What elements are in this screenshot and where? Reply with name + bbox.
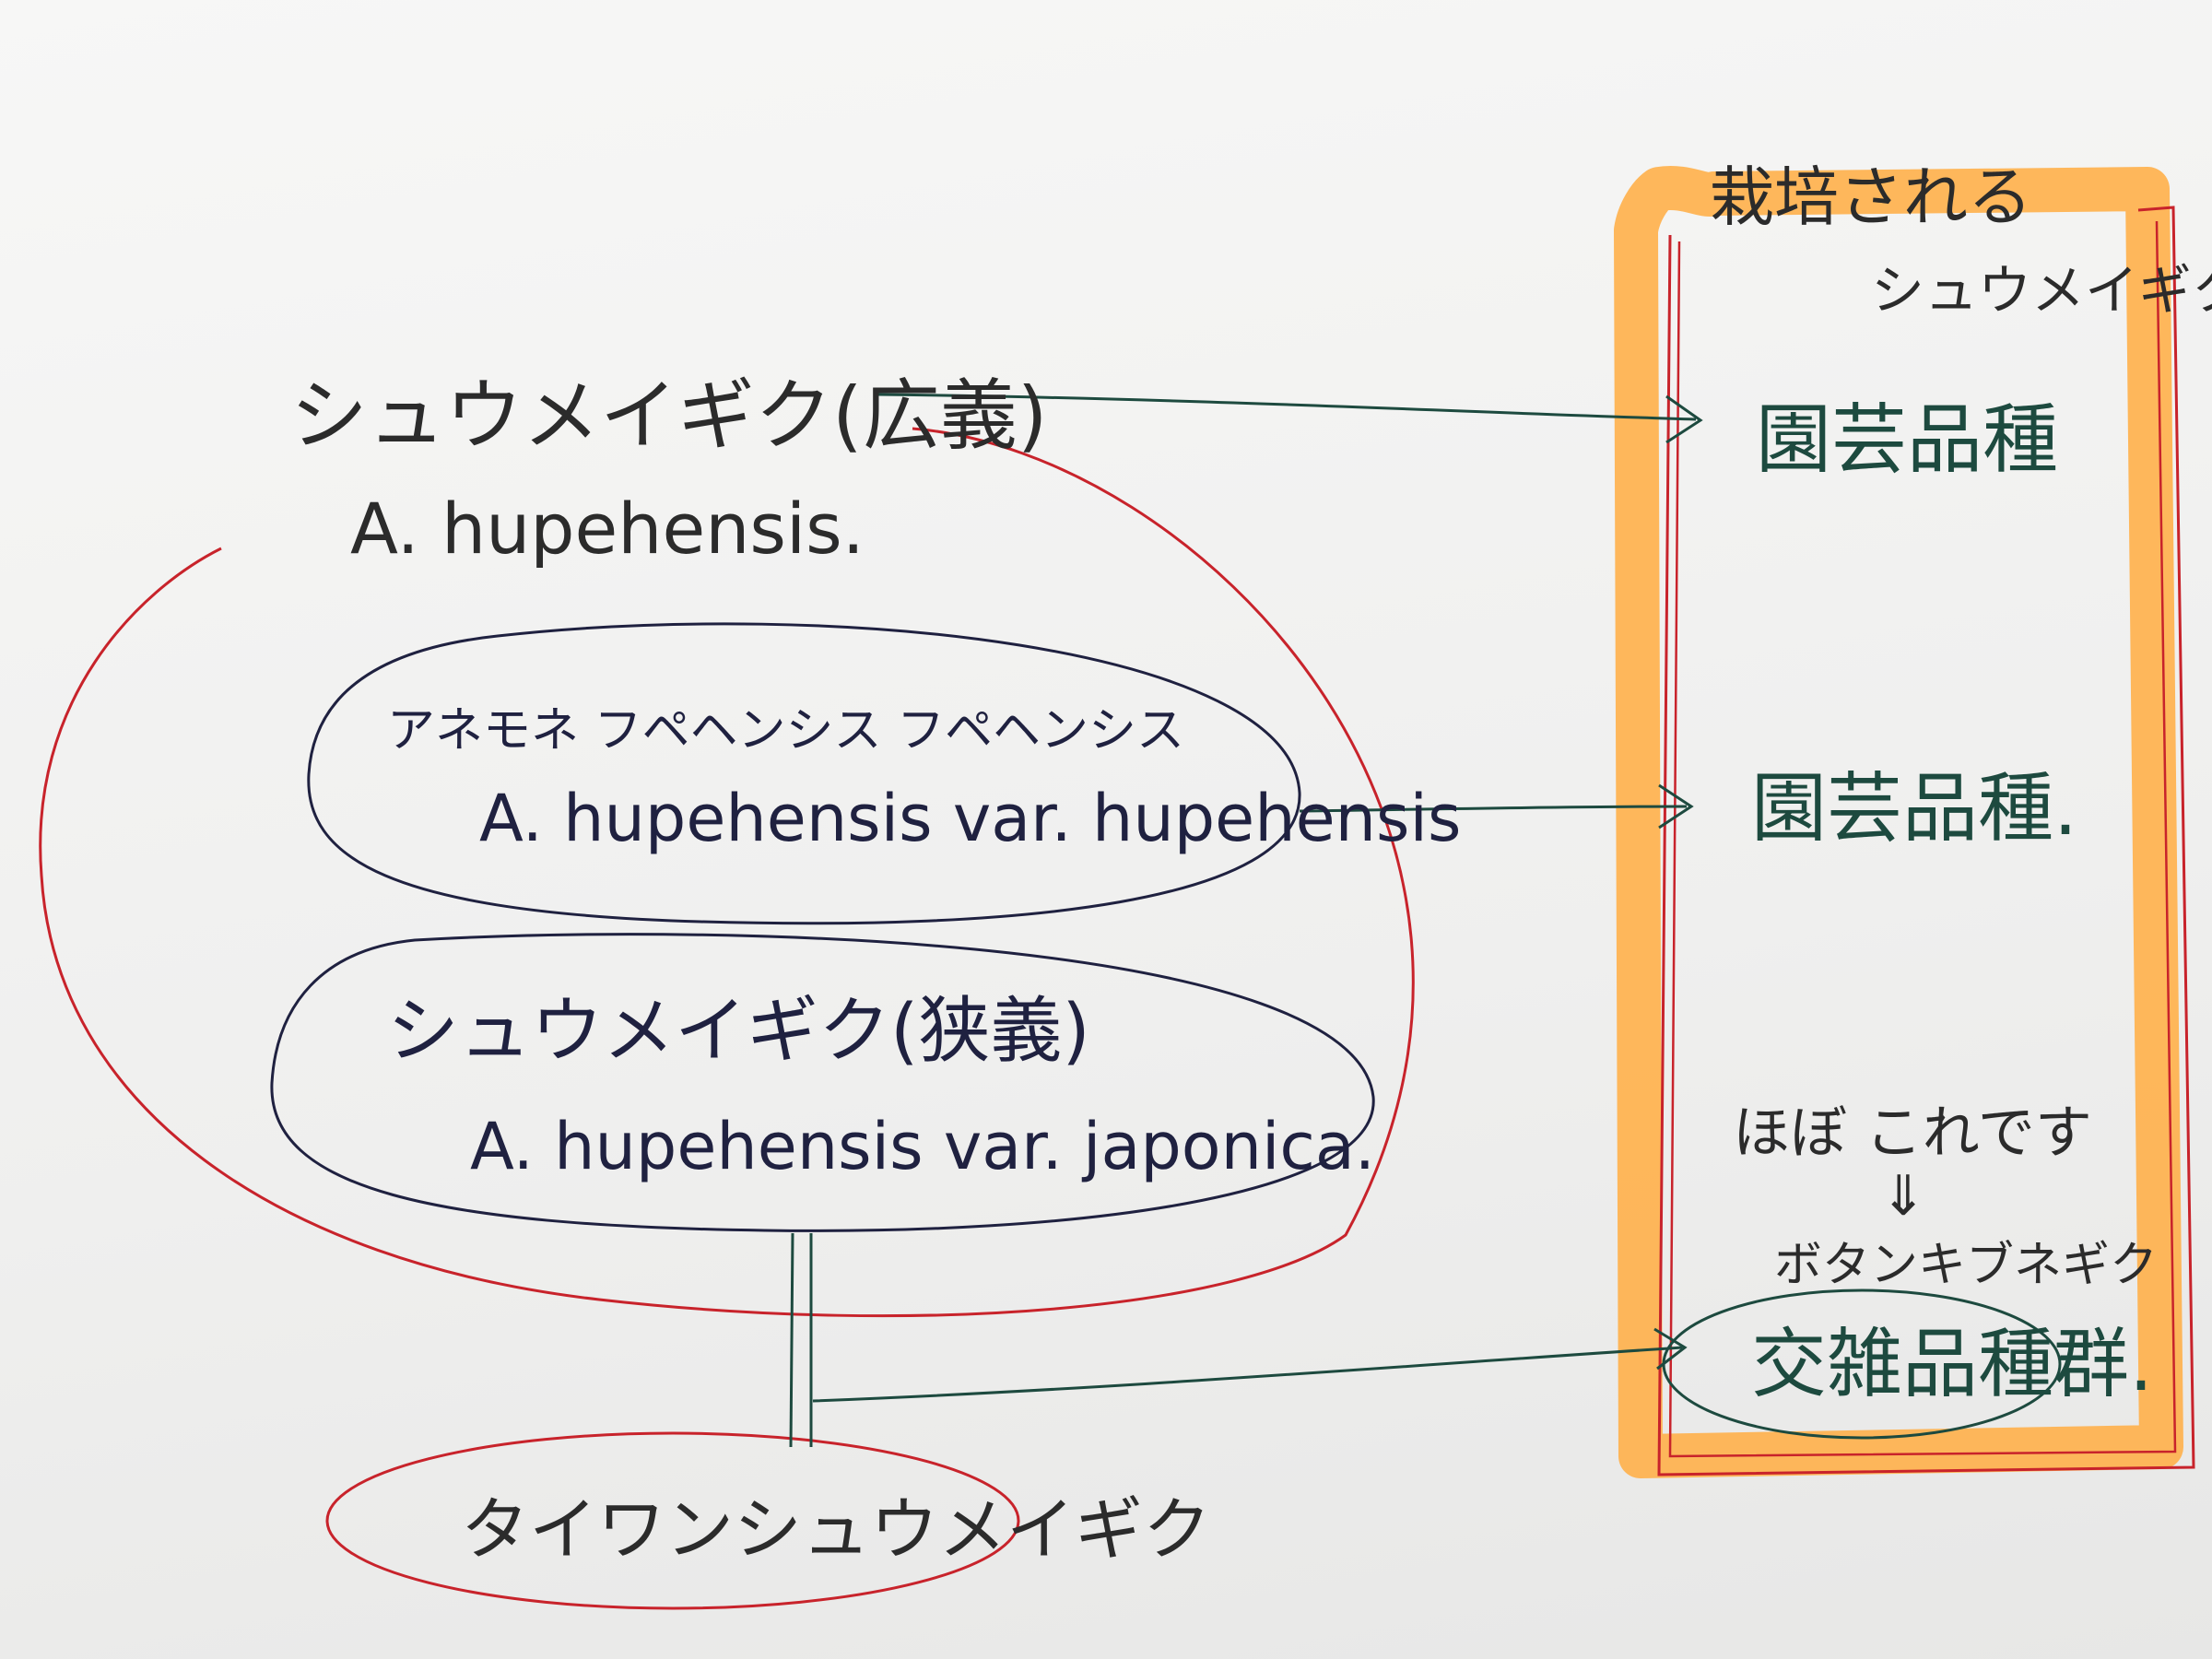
arrow-hupehensis-to-cultivar bbox=[1299, 783, 1694, 830]
var-japonica-scientific-label: A. hupehensis var. japonica. bbox=[470, 1109, 1375, 1184]
cultivated-title-line2: シュウメイギク bbox=[1871, 259, 2212, 322]
note-mostly-this: ほぼ これです bbox=[1733, 1099, 2092, 1166]
var-hupehensis-scientific-label: A. hupehensis var. hupehensis bbox=[479, 781, 1461, 856]
cultivated-red-border bbox=[1657, 206, 2195, 1477]
taiwan-ellipse bbox=[325, 1431, 1020, 1610]
var-hupehensis-japanese-label: アネモネ フペヘンシス フペヘンシス bbox=[387, 703, 1184, 759]
var-hupehensis-ellipse bbox=[307, 622, 1301, 925]
var-japonica-ellipse bbox=[270, 933, 1375, 1232]
botan-kibunegiku-label: ボタンキブネギク bbox=[1774, 1238, 2158, 1293]
arrow-cross-to-hybrid bbox=[812, 1327, 1688, 1403]
cultivar-label-1: 園芸品種 bbox=[1756, 396, 2058, 484]
cross-line-left bbox=[789, 1232, 794, 1448]
cultivated-title-line1: 栽培される bbox=[1710, 159, 2032, 235]
narrow-sense-japanese-label: シュウメイギク(狭義) bbox=[387, 990, 1090, 1073]
cultivated-highlight-box bbox=[1614, 166, 2183, 1478]
taiwan-label: タイワンシュウメイギク bbox=[461, 1490, 1211, 1570]
broad-sense-red-loop bbox=[39, 427, 1415, 1318]
broad-sense-japanese-label: シュウメイギク(広義) bbox=[290, 371, 1048, 461]
cultivated-red-border-inner bbox=[1668, 220, 2177, 1458]
hybrid-cultivars-label: 交雑品種群. bbox=[1751, 1321, 2153, 1408]
note-down-arrow: ⇓ bbox=[1880, 1164, 1926, 1229]
cultivar-label-2: 園芸品種. bbox=[1751, 765, 2077, 853]
arrow-broad-to-cultivar bbox=[875, 393, 1703, 444]
broad-sense-scientific-label: A. hupehensis. bbox=[350, 488, 865, 570]
